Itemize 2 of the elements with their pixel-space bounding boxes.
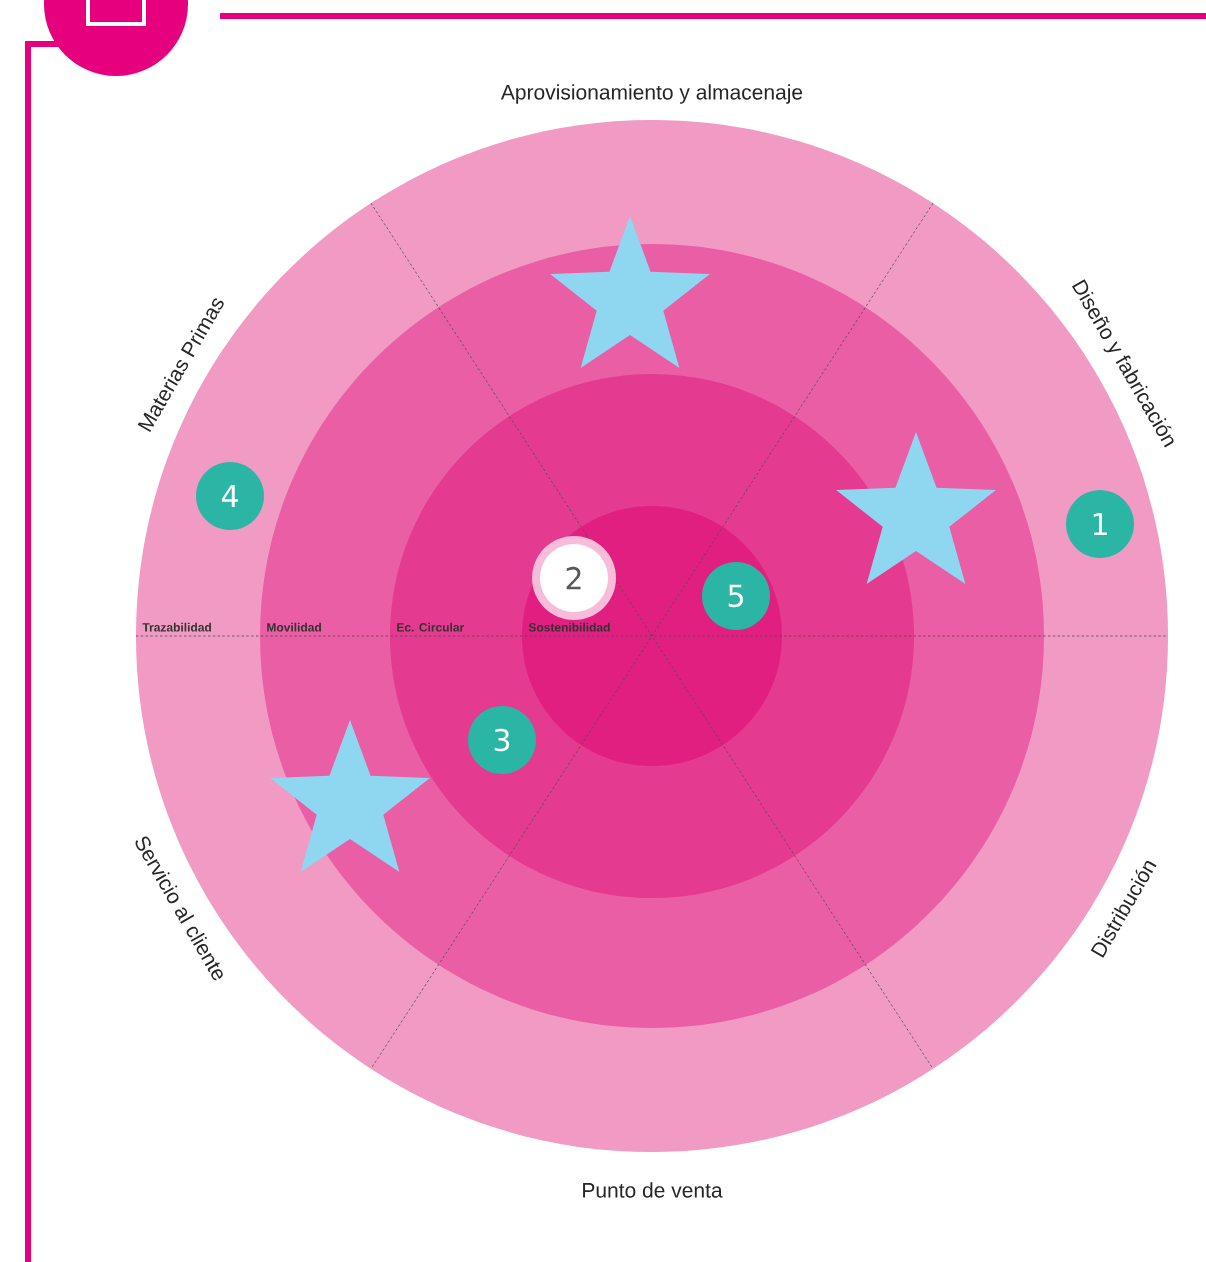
sector-label: Aprovisionamiento y almacenaje bbox=[500, 84, 803, 104]
sector-label: Punto de venta bbox=[583, 1182, 723, 1198]
